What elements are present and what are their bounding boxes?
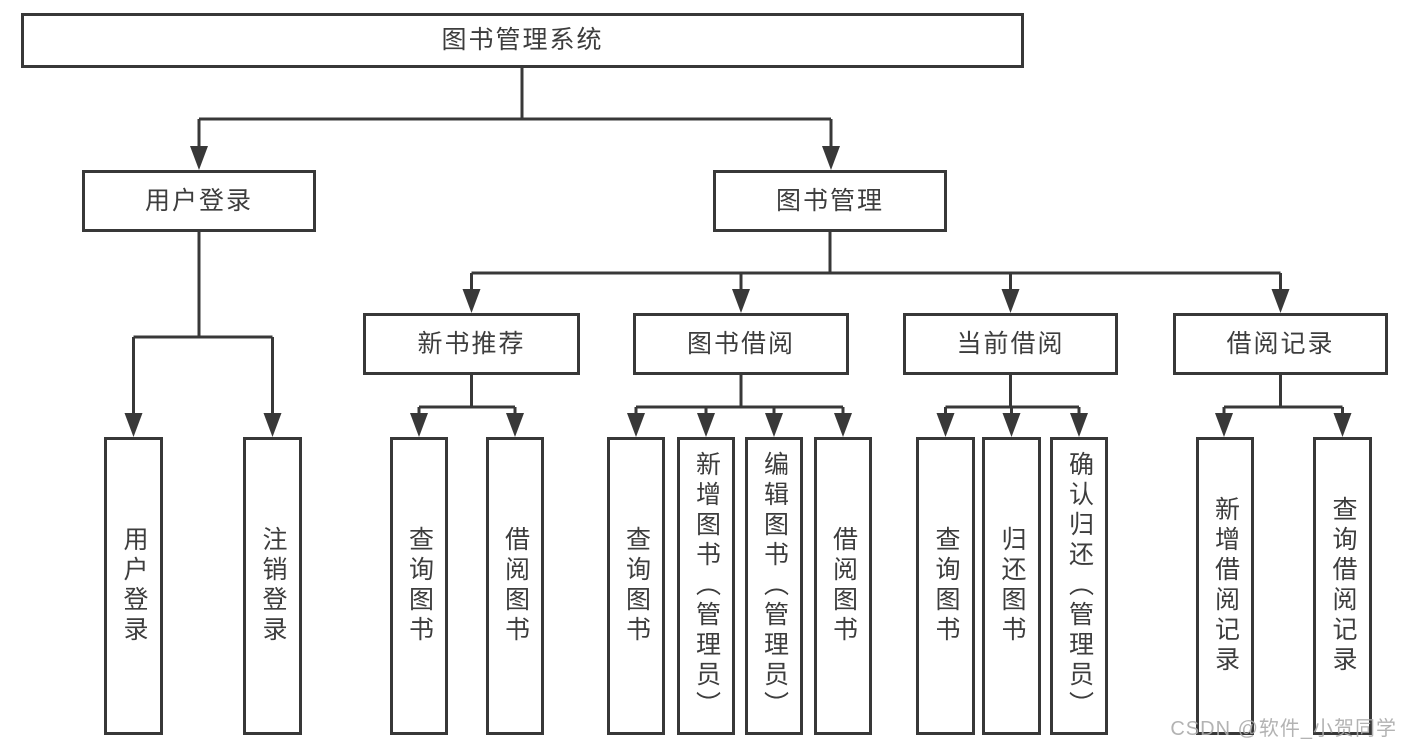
node-label: 当前借阅	[956, 329, 1065, 358]
leaf-confirm-return-admin: 确认归还（管理员）	[1050, 437, 1108, 735]
node-current-borrow: 当前借阅	[903, 313, 1118, 375]
node-label: 图书管理	[775, 186, 884, 215]
node-new-book-recommend: 新书推荐	[363, 313, 580, 375]
node-label: 新增图书（管理员）	[692, 451, 721, 721]
leaf-add-borrow-record: 新增借阅记录	[1196, 437, 1254, 735]
node-book-borrow: 图书借阅	[633, 313, 849, 375]
node-label: 归还图书	[998, 526, 1026, 646]
leaf-query-books-current: 查询图书	[916, 437, 975, 735]
leaf-return-books: 归还图书	[982, 437, 1041, 735]
node-label: 查询图书	[932, 526, 960, 646]
connector-current-borrow-to-leaves	[944, 375, 1081, 417]
node-label: 用户登录	[120, 526, 148, 646]
node-label: 新书推荐	[417, 329, 526, 358]
leaf-borrow-books: 借阅图书	[814, 437, 872, 735]
node-label: 用户登录	[144, 186, 253, 215]
node-label: 图书管理系统	[441, 26, 604, 54]
arrowheads	[124, 146, 1352, 437]
node-label: 图书借阅	[686, 329, 795, 358]
connector-root-to-level2	[197, 68, 833, 150]
connector-borrow-records-to-leaves	[1222, 375, 1344, 417]
leaf-borrow-books-recommend: 借阅图书	[486, 437, 544, 735]
node-label: 借阅图书	[501, 526, 530, 646]
node-user-login: 用户登录	[82, 170, 316, 232]
node-borrow-records: 借阅记录	[1173, 313, 1388, 375]
node-label: 查询借阅记录	[1329, 496, 1357, 676]
leaf-query-borrow-record: 查询借阅记录	[1313, 437, 1372, 735]
connector-new-book-recommend-to-leaves	[417, 375, 517, 417]
node-book-management-system: 图书管理系统	[21, 13, 1024, 68]
node-label: 编辑图书（管理员）	[760, 451, 789, 721]
connector-book-management-to-level3	[470, 232, 1282, 292]
connector-user-login-to-leaves	[132, 232, 274, 417]
connector-book-borrow-to-leaves	[634, 375, 845, 417]
node-label: 确认归还（管理员）	[1065, 451, 1094, 721]
node-label: 查询图书	[405, 526, 434, 646]
leaf-add-book-admin: 新增图书（管理员）	[677, 437, 735, 735]
leaf-logout: 注销登录	[243, 437, 302, 735]
node-label: 注销登录	[259, 526, 287, 646]
leaf-user-login: 用户登录	[104, 437, 163, 735]
node-label: 借阅图书	[829, 526, 858, 646]
leaf-edit-book-admin: 编辑图书（管理员）	[745, 437, 803, 735]
leaf-query-books-recommend: 查询图书	[390, 437, 448, 735]
node-label: 查询图书	[622, 526, 651, 646]
node-book-management: 图书管理	[713, 170, 947, 232]
leaf-query-books-borrow: 查询图书	[607, 437, 665, 735]
node-label: 借阅记录	[1226, 329, 1335, 358]
node-label: 新增借阅记录	[1211, 496, 1240, 676]
watermark: CSDN @软件_小贺同学	[1170, 718, 1397, 740]
